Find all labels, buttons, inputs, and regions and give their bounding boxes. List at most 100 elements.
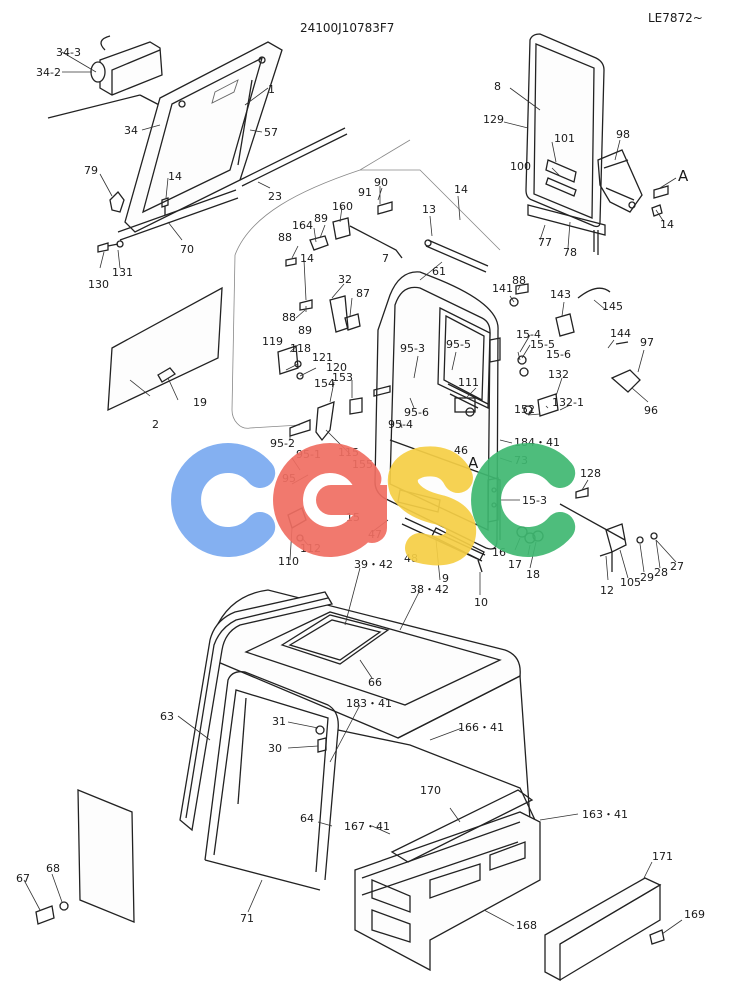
callout-171: 171 (652, 850, 673, 863)
callout-17: 17 (508, 558, 522, 571)
floor-tray-171 (544, 877, 665, 982)
watermark-letter-g-red (273, 443, 387, 557)
callout-46: 46 (454, 444, 468, 457)
callout-88-c: 88 (512, 274, 526, 287)
callout-168: 168 (516, 919, 537, 932)
detail-marker-a-top: A (678, 167, 689, 185)
callout-154: 154 (314, 377, 335, 390)
roof-window-assembly (47, 35, 348, 253)
callout-77: 77 (538, 236, 552, 249)
callout-110: 110 (278, 555, 299, 568)
callout-7: 7 (382, 252, 389, 265)
callout-101: 101 (554, 132, 575, 145)
callout-89-b: 89 (298, 324, 312, 337)
callout-98: 98 (616, 128, 630, 141)
callout-30: 30 (268, 742, 282, 755)
callout-97: 97 (640, 336, 654, 349)
callout-68: 68 (46, 862, 60, 875)
callout-130: 130 (88, 278, 109, 291)
callout-13: 13 (422, 203, 436, 216)
callout-63: 63 (160, 710, 174, 723)
side-panel-2 (107, 286, 223, 412)
callout-18: 18 (526, 568, 540, 581)
callout-38-42: 38・42 (410, 583, 449, 596)
callout-1: 1 (268, 83, 275, 96)
callout-15-6: 15-6 (546, 348, 571, 361)
callout-88-b: 88 (282, 311, 296, 324)
callout-96: 96 (644, 404, 658, 417)
watermark-letter-c-green (471, 443, 576, 557)
detail-marker-a-door: A (468, 454, 479, 472)
callout-8: 8 (494, 80, 501, 93)
callout-29: 29 (640, 571, 654, 584)
callout-14-c: 14 (300, 252, 314, 265)
callout-95-3: 95-3 (400, 342, 425, 355)
callout-31: 31 (272, 715, 286, 728)
callout-15-3: 15-3 (522, 494, 547, 507)
callout-131: 131 (112, 266, 133, 279)
callout-167-41: 167・41 (344, 820, 390, 833)
callout-78: 78 (563, 246, 577, 259)
callout-32: 32 (338, 273, 352, 286)
callout-118: 118 (290, 342, 311, 355)
callout-95-6: 95-6 (404, 406, 429, 419)
callout-34-2: 34-2 (36, 66, 61, 79)
callout-164: 164 (292, 219, 313, 232)
callout-152: 152 (514, 403, 535, 416)
callout-145: 145 (602, 300, 623, 313)
callout-132: 132 (548, 368, 569, 381)
callout-128: 128 (580, 467, 601, 480)
callout-28: 28 (654, 566, 668, 579)
callout-9: 9 (442, 572, 449, 585)
callout-91: 91 (358, 186, 372, 199)
callout-111: 111 (458, 376, 479, 389)
callout-15-5: 15-5 (530, 338, 555, 351)
callout-143: 143 (550, 288, 571, 301)
callout-89-a: 89 (314, 212, 328, 225)
callout-34-3: 34-3 (56, 46, 81, 59)
callout-129: 129 (483, 113, 504, 126)
callout-160: 160 (332, 200, 353, 213)
callout-34: 34 (124, 124, 138, 137)
callout-90: 90 (374, 176, 388, 189)
callout-70: 70 (180, 243, 194, 256)
callout-169: 169 (684, 908, 705, 921)
callout-95-4: 95-4 (388, 418, 413, 431)
callout-10: 10 (474, 596, 488, 609)
callout-120: 120 (326, 361, 347, 374)
callout-39-42: 39・42 (354, 558, 393, 571)
callout-144: 144 (610, 327, 631, 340)
callout-57: 57 (264, 126, 278, 139)
watermark-letter-c-blue (171, 443, 276, 557)
side-cover-panel (35, 789, 135, 925)
part-number-label: 24100J10783F7 (300, 21, 394, 35)
callout-105: 105 (620, 576, 641, 589)
callout-14-a: 14 (168, 170, 182, 183)
callout-183-41: 183・41 (346, 697, 392, 710)
watermark-letter-s-yellow (387, 446, 476, 566)
callout-61: 61 (432, 265, 446, 278)
callout-15-4: 15-4 (516, 328, 541, 341)
callout-67: 67 (16, 872, 30, 885)
callout-132-1: 132-1 (552, 396, 584, 409)
callout-19: 19 (193, 396, 207, 409)
callout-163-41: 163・41 (582, 808, 628, 821)
callout-14-b: 14 (454, 183, 468, 196)
watermark-logo (171, 443, 576, 566)
callout-27: 27 (670, 560, 684, 573)
callout-64: 64 (300, 812, 314, 825)
callout-153: 153 (332, 371, 353, 384)
cab-ghost-outline (231, 139, 501, 429)
callout-79: 79 (84, 164, 98, 177)
callout-121: 121 (312, 351, 333, 364)
cab-shell (179, 589, 541, 972)
callout-87: 87 (356, 287, 370, 300)
callout-12: 12 (600, 584, 614, 597)
callout-23: 23 (268, 190, 282, 203)
callout-141: 141 (492, 282, 513, 295)
callout-14-d: 14 (660, 218, 674, 231)
callout-2: 2 (152, 418, 159, 431)
callout-100: 100 (510, 160, 531, 173)
